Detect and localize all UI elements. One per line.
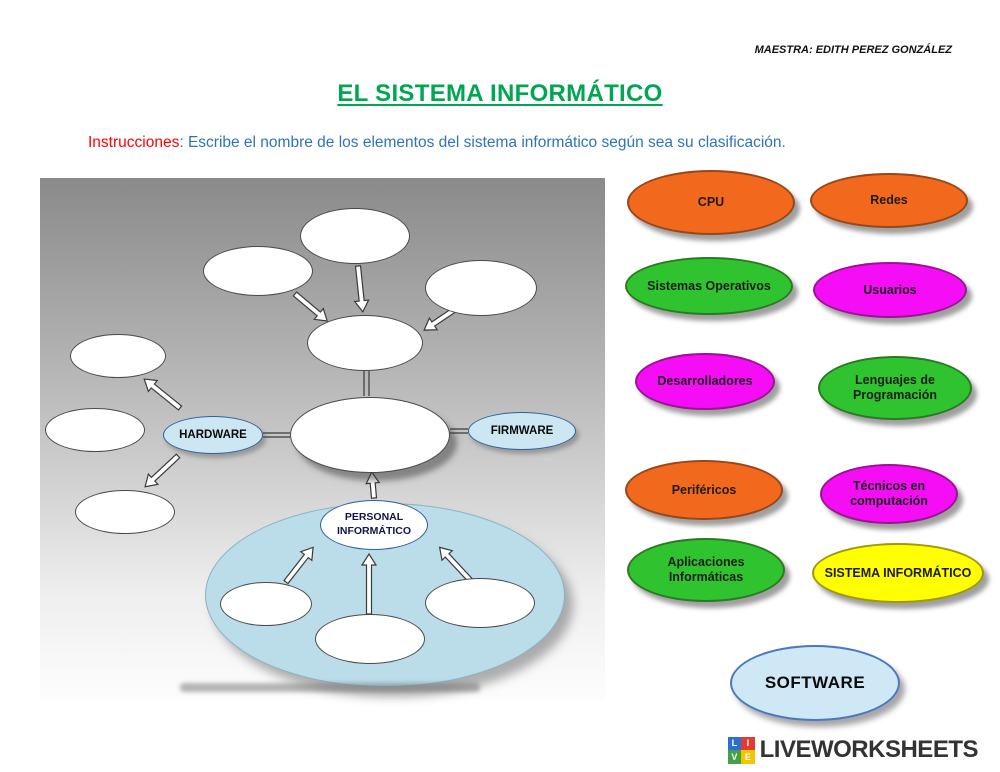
answer-blank-center-top[interactable]: [307, 315, 423, 371]
option-usuarios: Usuarios: [813, 262, 967, 318]
software-label: SOFTWARE: [764, 673, 866, 692]
arrow-innerleft-to-personal: [283, 546, 314, 585]
logo-letter: E: [741, 750, 755, 764]
arrow-innermiddle-to-personal: [360, 552, 378, 615]
option-tecnicos-computacion: Técnicos en computación: [820, 464, 958, 524]
answer-blank-top[interactable]: [300, 208, 410, 264]
option-label: SISTEMA INFORMÁTICO: [824, 565, 972, 580]
arrow-topleft-to-center: [292, 291, 329, 322]
node-personal-informatico: PERSONAL INFORMÁTICO: [320, 500, 428, 550]
option-label: Redes: [870, 193, 908, 207]
connector-firmware-hub: [450, 428, 468, 434]
teacher-name: MAESTRA: EDITH PEREZ GONZÁLEZ: [754, 44, 952, 56]
option-lenguajes-programacion: Lenguajes de Programación: [818, 356, 972, 420]
logo-letter: L: [727, 736, 742, 750]
option-sistema-informatico: SISTEMA INFORMÁTICO: [812, 543, 984, 603]
brand-name: LIVEWORKSHEETS: [759, 736, 979, 763]
answer-blank-inner-left[interactable]: [220, 582, 312, 626]
concept-map: HARDWARE FIRMWARE PERSONAL INFORMÁTICO: [40, 178, 605, 700]
option-redes: Redes: [810, 173, 968, 228]
answer-blank-top-left[interactable]: [203, 246, 313, 296]
node-hardware: HARDWARE: [163, 416, 263, 454]
instructions-text: : Escribe el nombre de los elementos del…: [179, 134, 786, 151]
answer-blank-top-right[interactable]: [425, 260, 537, 316]
logo-letter: V: [727, 750, 742, 764]
arrow-innerright-to-personal: [438, 546, 474, 584]
option-cpu: CPU: [627, 170, 795, 235]
option-label: Desarrolladores: [657, 374, 753, 388]
liveworksheets-logo-icon: L I V E: [727, 736, 755, 764]
option-label: Aplicaciones Informáticas: [667, 555, 745, 584]
node-software: SOFTWARE: [730, 645, 900, 721]
answer-blank-inner-right[interactable]: [425, 578, 535, 628]
answer-blank-left-mid[interactable]: [45, 408, 145, 452]
option-perifericos: Periféricos: [625, 460, 783, 520]
node-firmware: FIRMWARE: [468, 412, 576, 450]
option-label: Técnicos en computación: [850, 479, 928, 508]
footer: L I V E LIVEWORKSHEETS: [727, 736, 979, 764]
connector-centertop-hub: [363, 371, 370, 396]
page-title: EL SISTEMA INFORMÁTICO: [337, 80, 663, 107]
option-sistemas-operativos: Sistemas Operativos: [625, 257, 793, 315]
instructions-label: Instrucciones: [88, 134, 180, 151]
connector-hardware-hub: [263, 432, 290, 438]
answer-blank-inner-middle[interactable]: [315, 614, 425, 664]
option-desarrolladores: Desarrolladores: [635, 353, 775, 410]
answer-blank-hub[interactable]: [290, 397, 450, 473]
instructions: Instrucciones: Escribe el nombre de los …: [88, 134, 786, 152]
arrow-hardware-to-lowerleft: [144, 453, 181, 488]
option-label: Sistemas Operativos: [647, 278, 771, 293]
arrow-down-center: [353, 265, 370, 313]
connector-arrows: [143, 265, 474, 615]
arrow-hardware-to-upperleft: [143, 378, 183, 411]
illegible-watermark: [180, 683, 480, 692]
answer-blank-left-bottom[interactable]: [75, 490, 175, 534]
logo-letter: I: [741, 736, 755, 750]
option-label: Lenguajes de Programación: [852, 373, 938, 402]
arrow-personal-to-hub: [365, 470, 381, 499]
option-label: Periféricos: [671, 482, 737, 497]
option-label: Usuarios: [863, 282, 917, 297]
option-aplicaciones-informaticas: Aplicaciones Informáticas: [627, 538, 785, 602]
answer-blank-far-left[interactable]: [70, 334, 166, 378]
option-label: CPU: [697, 195, 725, 209]
